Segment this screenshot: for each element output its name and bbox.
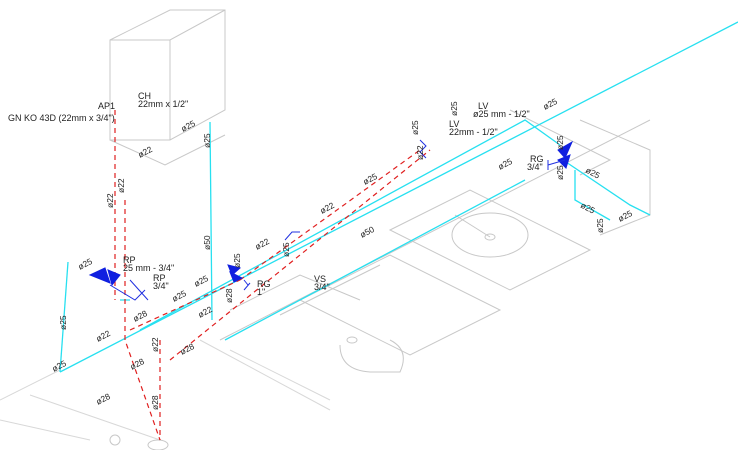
dim-label: ø28 (178, 341, 196, 357)
dim-label: ø28 (128, 356, 146, 372)
label-vs-size: 3/4" (314, 282, 330, 292)
diameter-labels: ø25 ø25 ø22 ø22 ø22 ø25 ø50 ø22 ø25 ø22 … (50, 96, 634, 410)
label-rg2: RG (530, 154, 544, 164)
dim-label: ø25 (179, 118, 197, 134)
dim-label: ø25 (281, 242, 291, 257)
dim-label: ø25 (361, 171, 379, 187)
dim-label: ø28 (94, 391, 112, 407)
dim-label: ø25 (595, 218, 605, 233)
label-lv2-size: 22mm - 1/2" (449, 127, 498, 137)
label-lv1-size: ø25 mm - 1/2" (473, 109, 530, 119)
label-ap1: AP1 (98, 101, 115, 111)
label-rp2-size: 3/4" (153, 281, 169, 291)
dim-label: ø50 (202, 235, 212, 250)
label-rp1: RP (123, 255, 136, 265)
dim-label: ø28 (131, 308, 149, 324)
label-vs: VS (314, 274, 326, 284)
label-ch-size: 22mm x 1/2" (138, 99, 188, 109)
dim-label: ø25 (58, 315, 68, 330)
dim-label: ø25 (170, 288, 188, 304)
dim-label: ø25 (579, 200, 597, 216)
dim-label: ø22 (136, 144, 154, 160)
dim-label: ø25 (232, 253, 242, 268)
building-outlines (0, 9, 651, 450)
valve-icon[interactable] (557, 140, 574, 159)
dim-label: ø22 (415, 145, 425, 160)
dim-label: ø25 (192, 273, 210, 289)
label-rg1: RG (257, 279, 271, 289)
dim-label: ø25 (541, 96, 559, 112)
dim-label: ø25 (555, 165, 565, 180)
supply-pipes (59, 21, 738, 373)
dim-label: ø22 (318, 200, 336, 216)
valve-icon[interactable] (229, 270, 244, 283)
dim-label: ø25 (50, 358, 68, 374)
dim-label: ø50 (358, 224, 376, 240)
dim-label: ø22 (150, 337, 160, 352)
valve-icon[interactable] (107, 269, 121, 287)
valve-icon[interactable] (557, 154, 571, 169)
label-lv2: LV (449, 119, 459, 129)
dim-label: ø25 (584, 165, 602, 181)
dim-label: ø25 (202, 133, 212, 148)
dim-label: ø28 (150, 395, 160, 410)
dim-label: ø22 (105, 193, 115, 208)
dim-label: ø25 (410, 120, 420, 135)
label-ch: CH (138, 91, 151, 101)
label-rp2: RP (153, 273, 166, 283)
label-rp1-size: 25 mm - 3/4" (123, 263, 174, 273)
dim-label: ø22 (116, 178, 126, 193)
component-labels: GN KO 43D (22mm x 3/4") AP1 CH 22mm x 1/… (8, 91, 544, 297)
dim-label: ø25 (496, 156, 514, 172)
label-gn-ko: GN KO 43D (22mm x 3/4") (8, 113, 115, 123)
label-rg1-size: 1" (257, 287, 265, 297)
valve-icon[interactable] (88, 267, 111, 284)
dim-label: ø25 (555, 135, 565, 150)
label-lv1: LV (478, 101, 488, 111)
label-rg2-size: 3/4" (527, 162, 543, 172)
valve-fittings (88, 139, 574, 301)
dim-label: ø25 (449, 101, 459, 116)
dim-label: ø25 (616, 208, 634, 224)
dim-label: ø25 (76, 256, 94, 272)
dim-label: ø28 (224, 288, 234, 303)
dim-label: ø22 (253, 236, 271, 252)
dim-label: ø22 (94, 328, 112, 344)
return-pipes (114, 110, 431, 441)
